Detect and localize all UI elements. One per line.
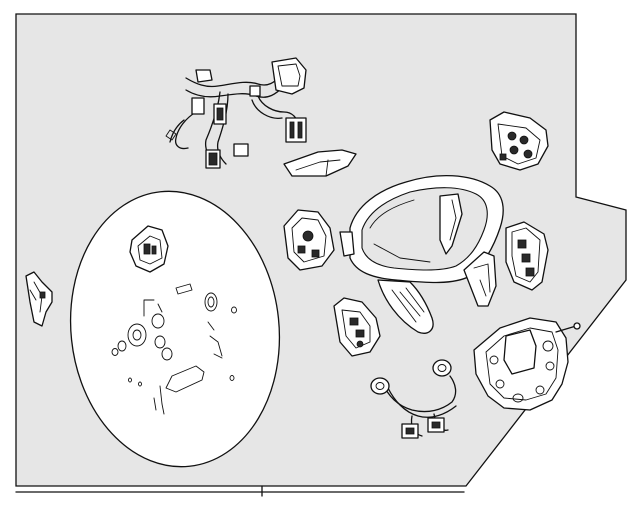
connector-icon [129,225,169,273]
switch-right-middle-icon [505,221,549,291]
switch-right-upper-icon [489,111,549,171]
switch-left-lower-icon [333,297,381,357]
cover-trim-icon [283,149,357,177]
steering-wheel-icon [339,174,504,334]
bracket-plate-icon [473,317,581,411]
wiring-harness-upper-icon [165,57,307,169]
detail-ellipse [69,190,281,468]
wiring-harness-lower-icon [370,359,457,439]
switch-left-upper-icon [283,209,335,271]
clip-left-icon [25,271,53,327]
